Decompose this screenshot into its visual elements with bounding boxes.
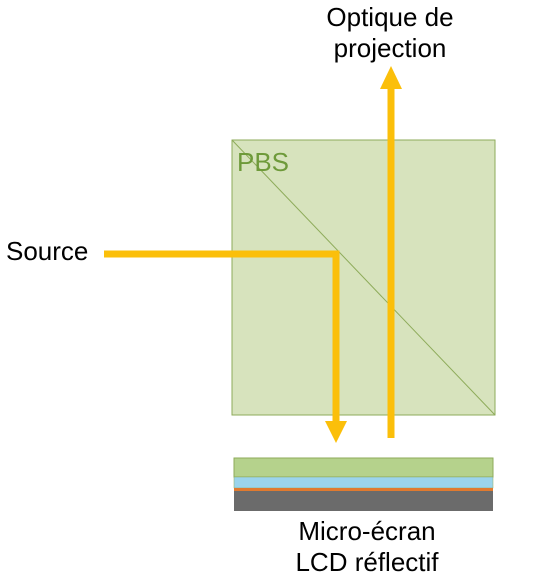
lcd-electrode-layer <box>234 488 493 491</box>
pbs-diagonal <box>231 139 496 416</box>
micro-display-label: Micro-écran LCD réflectif <box>262 516 472 578</box>
lcd-liquid-crystal-layer <box>233 476 494 489</box>
lcd-top-layer <box>233 457 494 478</box>
projection-optics-label-line2: projection <box>333 33 447 63</box>
source-label: Source <box>6 236 89 266</box>
pbs-label: PBS <box>237 147 290 177</box>
reflected-beam-arrowhead <box>380 66 402 89</box>
projection-optics-label: Optique de projection <box>290 2 490 64</box>
incoming-beam <box>104 250 340 422</box>
micro-display-label-line1: Micro-écran <box>298 516 436 546</box>
incoming-beam-arrowhead <box>325 421 347 443</box>
lcd-substrate-layer <box>234 491 493 511</box>
micro-display-label-line2: LCD réflectif <box>295 547 439 577</box>
projection-optics-label-line1: Optique de <box>326 2 454 32</box>
